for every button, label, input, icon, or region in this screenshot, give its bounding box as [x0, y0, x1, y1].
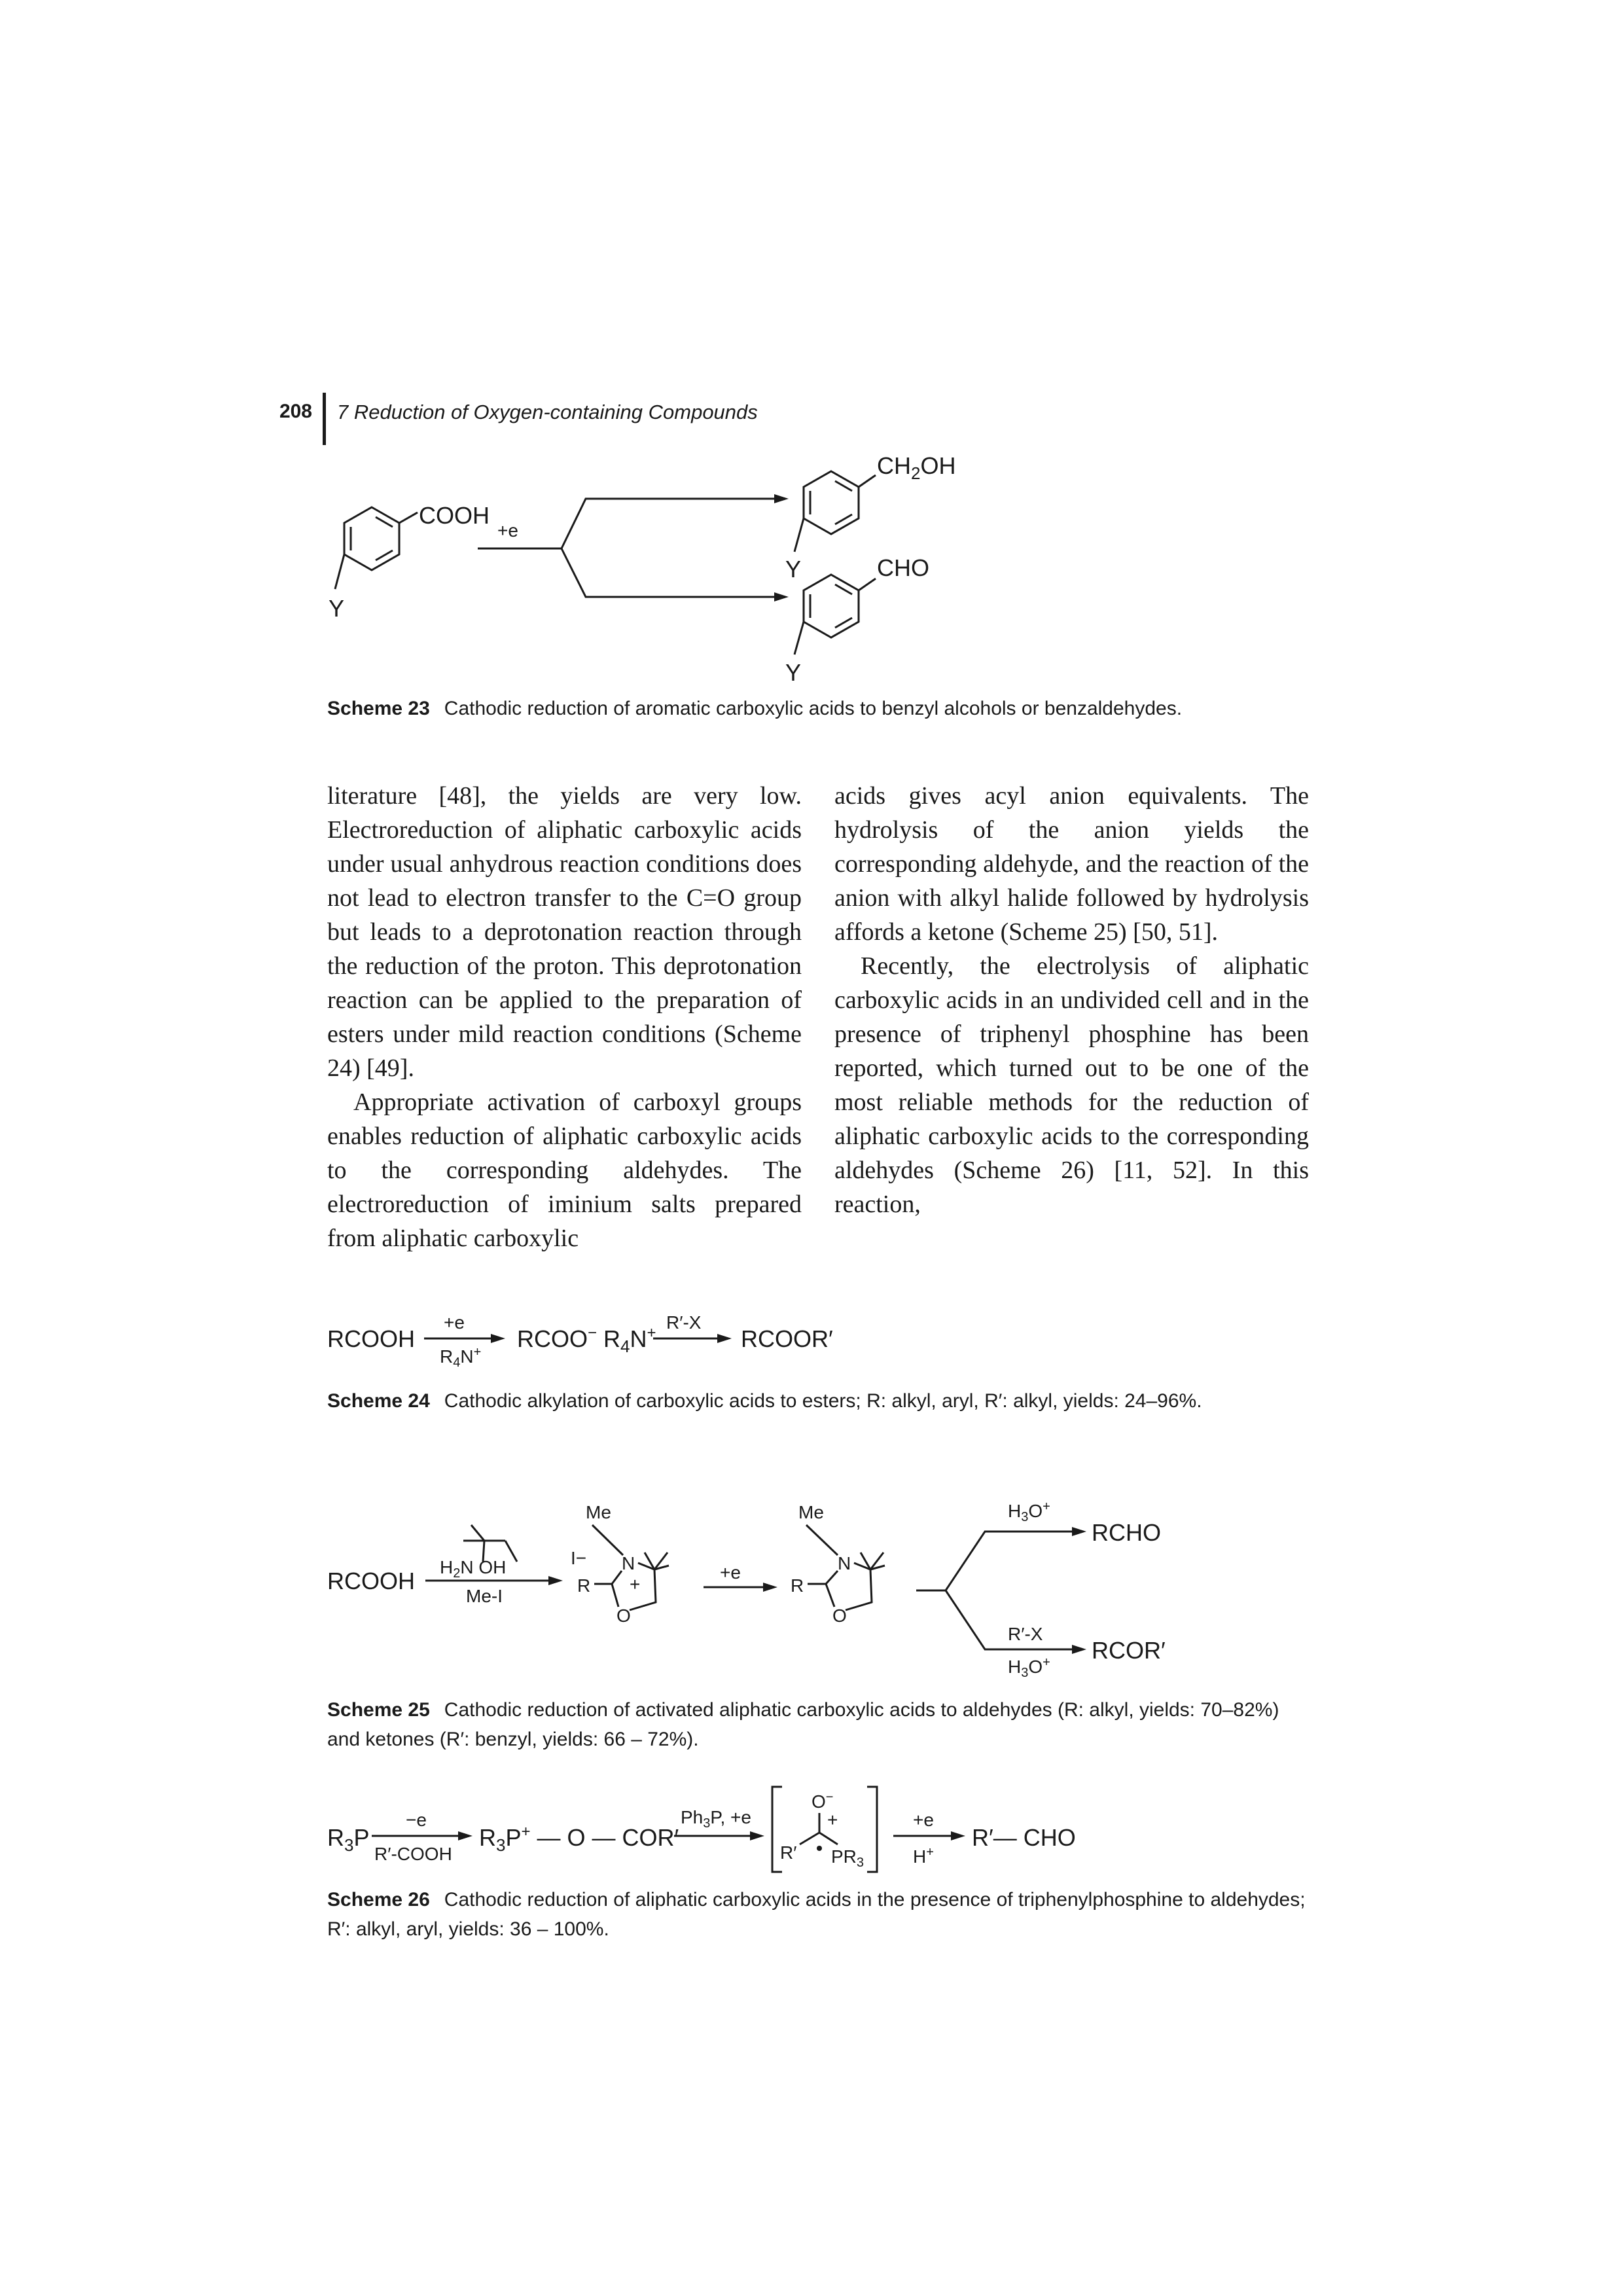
scheme-23-label: Scheme 23 [327, 698, 430, 719]
upper-branch [560, 497, 776, 549]
product-2-substituent: Y [785, 659, 801, 686]
scheme-24-caption-text: Cathodic alkylation of carboxylic acids … [444, 1390, 1202, 1412]
body-paragraph: literature [48], the yields are very low… [327, 782, 802, 1082]
scheme-24-caption: Scheme 24 Cathodic alkylation of carboxyl… [327, 1386, 1309, 1416]
body-paragraph: Recently, the electrolysis of aliphatic … [834, 952, 1309, 1218]
upper-arrowhead [774, 494, 789, 503]
scheme-25-caption-text: Cathodic reduction of activated aliphati… [327, 1699, 1279, 1750]
running-header: 208 7 Reduction of Oxygen-containing Com… [265, 393, 1312, 445]
reactant-group: COOH [419, 502, 490, 529]
scheme-26-label: Scheme 26 [327, 1889, 430, 1910]
lower-branch [560, 548, 776, 598]
scheme-25-label: Scheme 25 [327, 1699, 430, 1721]
scheme-24-label: Scheme 24 [327, 1390, 430, 1412]
scheme-26-caption-text: Cathodic reduction of aliphatic carboxyl… [327, 1889, 1306, 1940]
scheme-23-caption: Scheme 23 Cathodic reduction of aromatic … [327, 694, 1309, 723]
page-number: 208 [279, 401, 312, 422]
reactant-substituent: Y [329, 595, 344, 622]
chapter-title: 7 Reduction of Oxygen-containing Compoun… [337, 401, 758, 423]
lower-arrowhead [774, 592, 789, 601]
reagent-label: +e [497, 520, 518, 541]
header-rule [323, 393, 326, 445]
body-column-left: literature [48], the yields are very low… [327, 779, 802, 1255]
benzene-ring-product-2 [793, 573, 876, 655]
product-1-substituent: Y [785, 556, 801, 583]
product-2-group: CHO [877, 554, 929, 581]
body-paragraph: Appropriate activation of carboxyl group… [327, 1088, 802, 1252]
benzene-ring-reactant [334, 506, 418, 590]
product-1-group: CH2OH [877, 452, 955, 483]
body-paragraph: acids gives acyl anion equivalents. The … [834, 782, 1309, 946]
body-column-right: acids gives acyl anion equivalents. The … [834, 779, 1309, 1221]
benzene-ring-product-1 [793, 470, 876, 552]
scheme-23-caption-text: Cathodic reduction of aromatic carboxyli… [444, 698, 1183, 719]
